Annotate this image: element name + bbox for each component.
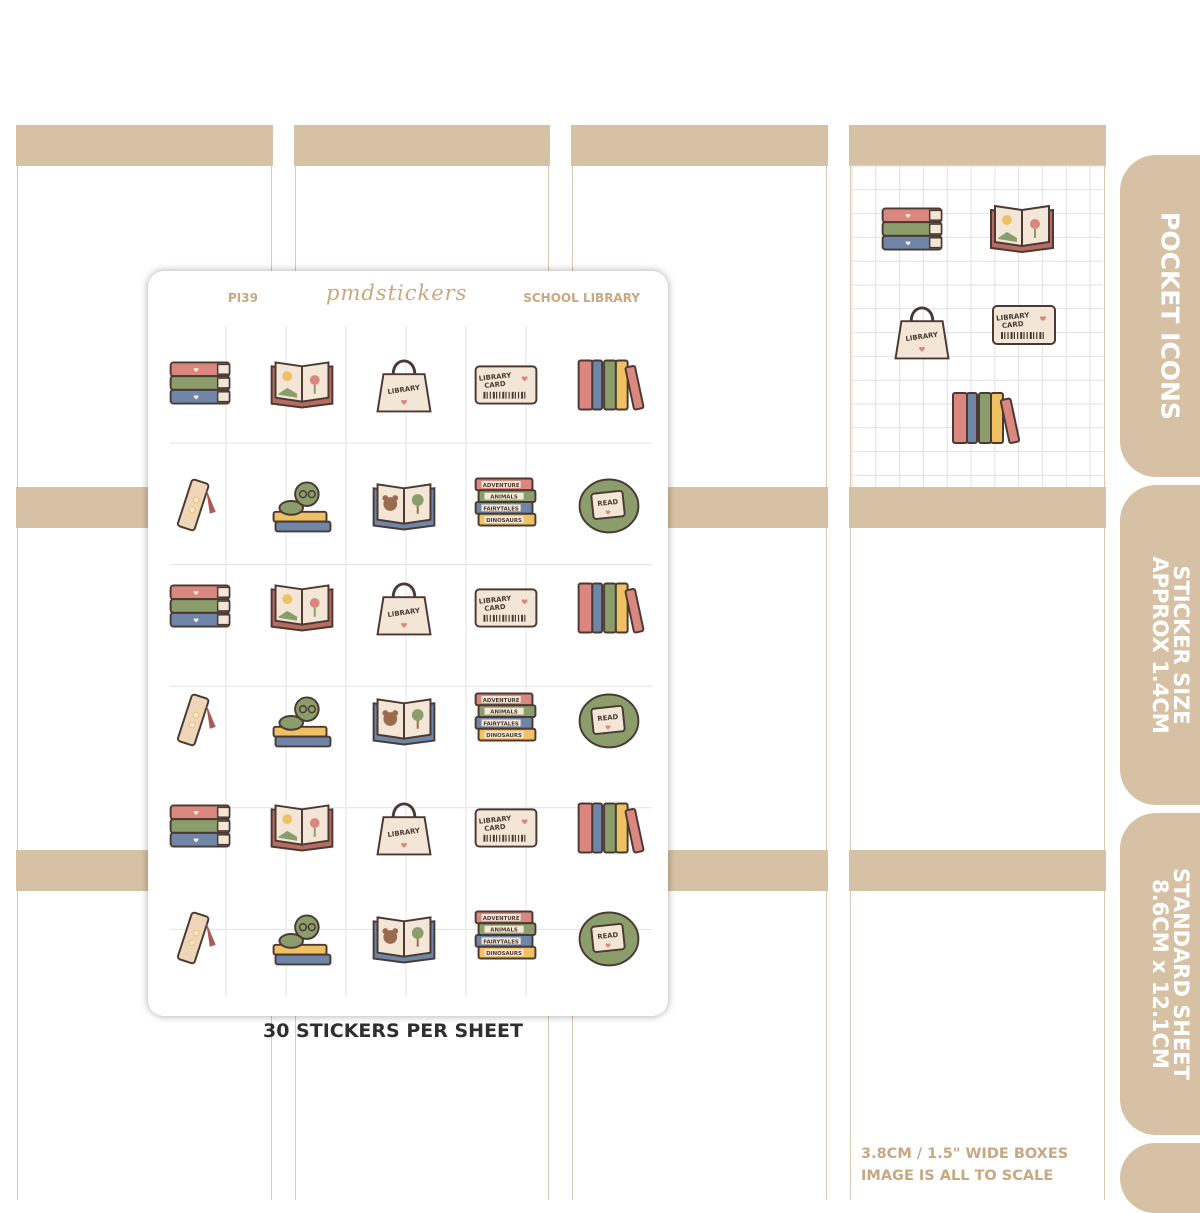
book-stack-sticker <box>169 584 231 628</box>
labeled-book-stack-sticker: ADVENTURE ANIMALS FAIRYTALES DINOSAURS <box>474 477 537 527</box>
library-tote-sticker: LIBRARY <box>376 582 432 636</box>
open-book-flowers-sticker <box>270 804 334 852</box>
svg-text:ADVENTURE: ADVENTURE <box>483 483 520 489</box>
footnote-line-1: 3.8CM / 1.5" WIDE BOXES <box>861 1146 1069 1162</box>
bookshelf-books-sticker <box>577 359 645 411</box>
svg-text:FAIRYTALES: FAIRYTALES <box>483 939 518 945</box>
svg-text:DINOSAURS: DINOSAURS <box>486 518 522 524</box>
bookshelf-books-sticker <box>577 582 645 634</box>
read-beanbag-sticker: READ <box>578 693 640 749</box>
tab-standard-sheet: STANDARD SHEET 8.6CM x 12.1CM <box>1120 813 1200 1135</box>
svg-text:DINOSAURS: DINOSAURS <box>486 951 522 957</box>
bookshelf-books-sticker <box>577 802 645 854</box>
svg-text:ANIMALS: ANIMALS <box>490 710 518 716</box>
svg-text:FAIRYTALES: FAIRYTALES <box>483 506 518 512</box>
library-tote-sticker: LIBRARY <box>376 359 432 413</box>
header-band <box>849 850 1106 891</box>
header-band <box>849 487 1106 528</box>
open-book-flowers-sticker <box>270 361 334 409</box>
svg-text:FAIRYTALES: FAIRYTALES <box>483 721 518 727</box>
bookmark-sticker <box>176 693 216 747</box>
header-band <box>16 125 273 166</box>
open-book-flowers-sticker <box>990 204 1054 254</box>
svg-text:LIBRARY: LIBRARY <box>478 594 512 605</box>
scale-footnote: 3.8CM / 1.5" WIDE BOXES IMAGE IS ALL TO … <box>861 1144 1068 1188</box>
svg-text:READ: READ <box>597 498 619 508</box>
header-band <box>294 125 550 166</box>
sheet-code: PI39 <box>228 291 258 305</box>
bookmark-sticker <box>176 911 216 965</box>
tab-pocket-icons: POCKET ICONS <box>1120 155 1200 477</box>
header-band <box>849 125 1106 166</box>
read-beanbag-sticker: READ <box>578 911 640 967</box>
open-book-flowers-sticker <box>270 584 334 632</box>
svg-text:LIBRARY: LIBRARY <box>478 814 512 825</box>
library-tote-sticker: LIBRARY <box>376 802 432 856</box>
header-band <box>571 125 828 166</box>
book-stack-sticker <box>881 207 943 251</box>
book-stack-sticker <box>169 361 231 405</box>
svg-text:ANIMALS: ANIMALS <box>490 928 518 934</box>
planner-column-4 <box>849 125 1106 1200</box>
tab-sticker-size: STICKER SIZE APPROX 1.4CM <box>1120 485 1200 805</box>
sticker-count: 30 STICKERS PER SHEET <box>263 1020 523 1042</box>
footnote-line-2: IMAGE IS ALL TO SCALE <box>861 1167 1054 1184</box>
sheet-name: SCHOOL LIBRARY <box>523 291 640 305</box>
bookshelf-books-sticker <box>952 392 1021 444</box>
library-tote-sticker: LIBRARY <box>894 306 950 360</box>
svg-text:ADVENTURE: ADVENTURE <box>483 916 520 922</box>
svg-text:READ: READ <box>597 713 619 723</box>
open-book-bear-sticker <box>372 916 436 964</box>
read-beanbag-sticker: READ <box>578 478 640 534</box>
bookmark-sticker <box>176 478 216 532</box>
labeled-book-stack-sticker: ADVENTURE ANIMALS FAIRYTALES DINOSAURS <box>474 692 537 742</box>
svg-text:LIBRARY: LIBRARY <box>478 371 512 382</box>
svg-text:DINOSAURS: DINOSAURS <box>486 733 522 739</box>
svg-text:ANIMALS: ANIMALS <box>490 495 518 501</box>
labeled-book-stack-sticker: ADVENTURE ANIMALS FAIRYTALES DINOSAURS <box>474 910 537 960</box>
svg-text:CARD: CARD <box>484 823 506 833</box>
svg-text:CARD: CARD <box>484 380 506 390</box>
bookworm-sticker <box>272 914 332 966</box>
svg-text:LIBRARY: LIBRARY <box>996 311 1031 323</box>
svg-text:CARD: CARD <box>1002 320 1025 330</box>
svg-text:CARD: CARD <box>484 603 506 613</box>
open-book-bear-sticker <box>372 483 436 531</box>
open-book-bear-sticker <box>372 698 436 746</box>
bookworm-sticker <box>272 696 332 748</box>
svg-text:ADVENTURE: ADVENTURE <box>483 698 520 704</box>
brand-logo: pmdstickers <box>326 281 468 305</box>
book-stack-sticker <box>169 804 231 848</box>
svg-text:READ: READ <box>597 931 619 941</box>
bookworm-sticker <box>272 481 332 533</box>
